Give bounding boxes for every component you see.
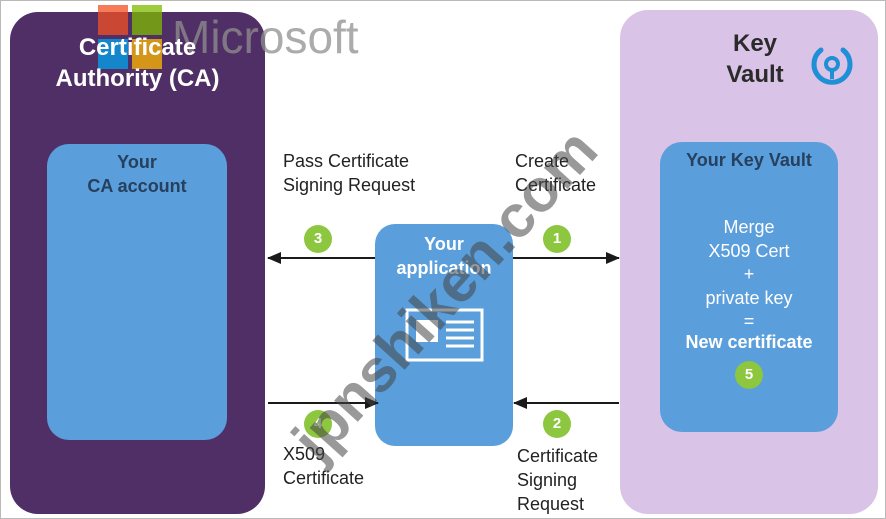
csr-line3: Request xyxy=(517,494,585,514)
create-certificate-label: Create Certificate xyxy=(515,149,596,197)
step-4-badge: 4 xyxy=(304,410,332,438)
new-certificate-label: New certificate xyxy=(685,332,813,352)
merge-line: Merge xyxy=(723,217,775,237)
step-2-badge: 2 xyxy=(543,410,571,438)
your-application-title: Your application xyxy=(375,232,513,280)
ca-account-title: Your CA account xyxy=(47,150,227,198)
your-application-box xyxy=(375,224,513,446)
merge-line: X509 Cert xyxy=(708,240,790,261)
pass-csr-line1: Pass Certificate xyxy=(283,151,410,171)
ca-account-line2: CA account xyxy=(87,176,187,196)
step-5-badge: 5 xyxy=(735,361,763,389)
key-vault-icon xyxy=(811,47,853,85)
pass-csr-label: Pass Certificate Signing Request xyxy=(283,149,415,197)
merge-line: + xyxy=(743,264,755,284)
microsoft-logo-icon xyxy=(98,5,162,69)
kv-title-line1: Key xyxy=(732,30,778,57)
certificate-authority-title: Certificate Authority (CA) xyxy=(10,32,265,94)
ca-account-line1: Your xyxy=(117,152,157,172)
csr-line1: Certificate xyxy=(517,446,599,466)
merge-line: = xyxy=(743,311,755,331)
create-cert-line1: Create xyxy=(515,151,570,171)
ca-account-box xyxy=(47,144,227,440)
x509-line1: X509 xyxy=(283,444,326,464)
step-3-badge: 3 xyxy=(304,225,332,253)
pass-csr-line2: Signing Request xyxy=(283,175,416,195)
your-key-vault-title: Your Key Vault xyxy=(686,150,812,170)
certificate-signing-request-label: Certificate Signing Request xyxy=(517,444,598,516)
application-line1: Your xyxy=(424,234,464,254)
merge-line: private key xyxy=(705,287,793,308)
microsoft-wordmark: Microsoft xyxy=(172,11,359,63)
application-line2: application xyxy=(396,258,492,278)
certificate-card-icon xyxy=(405,308,484,362)
x509-certificate-label: X509 Certificate xyxy=(283,442,364,490)
kv-title-line2: Vault xyxy=(726,61,784,88)
ca-title-line2: Authority (CA) xyxy=(55,65,220,92)
x509-line2: Certificate xyxy=(283,468,365,488)
csr-line2: Signing xyxy=(517,470,578,490)
ca-title-line1: Certificate xyxy=(78,34,197,61)
merge-description: Merge X509 Cert + private key = xyxy=(660,216,838,334)
step-1-badge: 1 xyxy=(543,225,571,253)
key-vault-title: Key Vault xyxy=(705,28,805,90)
create-cert-line2: Certificate xyxy=(515,175,597,195)
